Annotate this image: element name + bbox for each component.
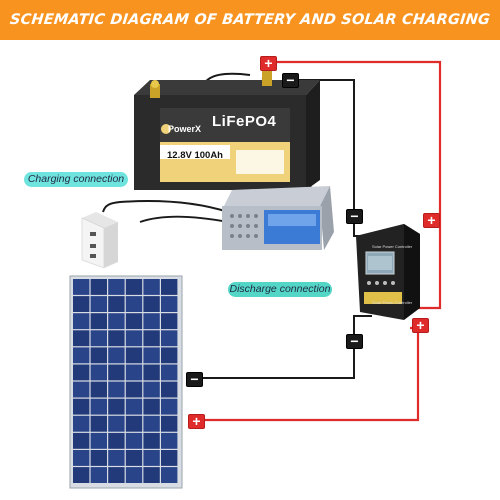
solar-cell	[73, 296, 90, 312]
battery-capacity: 12.8V 100Ah	[167, 150, 223, 161]
solar-cell	[108, 381, 125, 398]
solar-cell	[161, 450, 178, 466]
positive-wire-controller-panel	[196, 326, 420, 422]
panel-positive-terminal: +	[188, 414, 205, 429]
solar-cell	[143, 364, 160, 381]
solar-cell	[108, 313, 125, 330]
controller-title: Solar Power Controller	[372, 244, 413, 249]
solar-cell	[125, 450, 143, 466]
solar-cell	[108, 330, 125, 347]
solar-cell	[90, 279, 107, 295]
controller-negative-marker: −	[346, 209, 363, 224]
solar-cell	[143, 398, 160, 415]
battery-positive-terminal: +	[260, 56, 277, 71]
solar-cell	[108, 432, 125, 449]
solar-cell	[90, 347, 107, 364]
battery-model: LiFePO4	[212, 113, 277, 130]
solar-cell	[73, 450, 90, 466]
solar-cell	[125, 364, 143, 381]
solar-cell	[125, 415, 143, 432]
solar-cell	[125, 398, 143, 415]
solar-cell	[143, 415, 160, 432]
solar-cell	[125, 467, 143, 483]
solar-cell	[73, 347, 90, 364]
positive-wire-battery-controller	[270, 60, 442, 310]
solar-cell	[125, 296, 143, 312]
discharge-connection-label: Discharge connection	[228, 282, 332, 297]
solar-cell	[90, 432, 107, 449]
solar-cell	[108, 398, 125, 415]
solar-cell	[90, 313, 107, 330]
solar-cell	[161, 364, 178, 381]
solar-controller	[356, 224, 420, 320]
solar-cell	[125, 347, 143, 364]
solar-cell	[161, 313, 178, 330]
solar-cell	[108, 467, 125, 483]
controller-subtitle: Solar Power Controller	[372, 300, 413, 305]
solar-cell	[73, 467, 90, 483]
inverter	[222, 186, 334, 250]
solar-cell	[125, 313, 143, 330]
battery-negative-terminal: −	[282, 73, 299, 88]
solar-cell	[143, 347, 160, 364]
solar-cell	[90, 415, 107, 432]
solar-cell	[108, 296, 125, 312]
solar-cell	[90, 398, 107, 415]
solar-cell	[161, 467, 178, 483]
panel-negative-marker-controller: −	[346, 334, 363, 349]
solar-cell	[108, 450, 125, 466]
solar-cell	[125, 432, 143, 449]
solar-cell	[161, 398, 178, 415]
solar-cell	[143, 467, 160, 483]
solar-cell	[90, 381, 107, 398]
solar-cell	[108, 347, 125, 364]
controller-positive-marker: +	[423, 213, 440, 228]
solar-cell	[143, 279, 160, 295]
power-socket	[81, 212, 118, 269]
charging-connection-label: Charging connection	[24, 172, 128, 187]
inverter-socket-cable	[102, 200, 229, 213]
solar-panel	[69, 275, 183, 489]
solar-cell	[143, 381, 160, 398]
solar-cell	[73, 313, 90, 330]
solar-cell	[161, 330, 178, 347]
solar-cell	[73, 330, 90, 347]
solar-cell	[90, 364, 107, 381]
solar-cell	[161, 279, 178, 295]
solar-cell	[143, 313, 160, 330]
solar-cell	[161, 347, 178, 364]
solar-cell	[125, 330, 143, 347]
solar-cell	[108, 279, 125, 295]
solar-cell	[73, 398, 90, 415]
solar-cell	[73, 432, 90, 449]
battery	[134, 62, 320, 190]
solar-cell	[73, 415, 90, 432]
panel-negative-terminal: −	[186, 372, 203, 387]
solar-cell	[143, 296, 160, 312]
solar-cell	[161, 432, 178, 449]
solar-cell	[108, 415, 125, 432]
solar-cell	[143, 330, 160, 347]
solar-cell	[125, 279, 143, 295]
solar-cell	[90, 467, 107, 483]
solar-cell	[108, 364, 125, 381]
solar-cell	[125, 381, 143, 398]
solar-cell	[161, 296, 178, 312]
battery-brand: PowerX	[168, 124, 202, 134]
solar-cell	[73, 381, 90, 398]
solar-cell	[161, 381, 178, 398]
solar-cell	[161, 415, 178, 432]
title-banner	[0, 0, 500, 40]
solar-cell	[90, 296, 107, 312]
solar-cell	[143, 450, 160, 466]
solar-cell	[90, 450, 107, 466]
solar-cell	[73, 364, 90, 381]
solar-cell	[90, 330, 107, 347]
solar-cell	[143, 432, 160, 449]
inverter-socket-cable-2	[139, 215, 229, 223]
panel-positive-marker-controller: +	[412, 318, 429, 333]
solar-cell	[73, 279, 90, 295]
